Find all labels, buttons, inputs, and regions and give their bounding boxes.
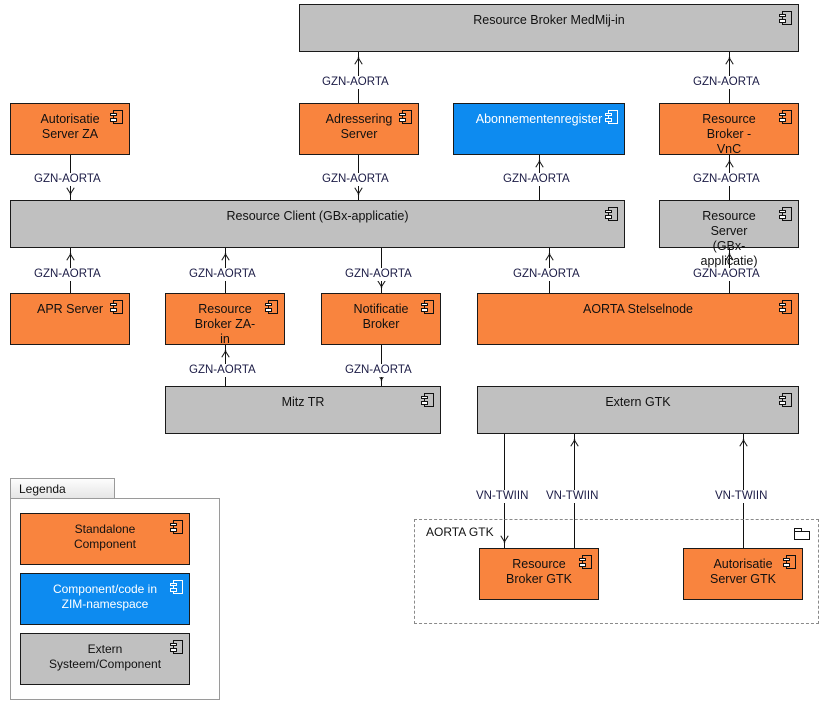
arrowhead-rbza-to-client-icon (219, 249, 232, 258)
connector-label-vnc-to-medmij: GZN-AORTA (691, 76, 762, 89)
arrowhead-vnc-to-medmij-icon (723, 53, 736, 62)
package-label: AORTA GTK (423, 525, 497, 539)
legend-item-label: Component/code in ZIM-namespace (52, 582, 158, 611)
component-icon (170, 580, 183, 594)
component-extern-gtk[interactable]: Extern GTK (477, 386, 799, 434)
component-icon (265, 300, 278, 314)
component-icon (110, 110, 123, 124)
connector-label-adressering-to-client: GZN-AORTA (320, 173, 391, 186)
component-label: Resource Client (GBx-applicatie) (226, 209, 409, 223)
component-label: Notificatie Broker (353, 302, 409, 331)
arrowhead-apr-to-client-icon (64, 249, 77, 258)
component-label: Extern GTK (605, 395, 671, 409)
component-label: Resource Broker GTK (506, 557, 572, 586)
connector-label-notificatie-to-mitz: GZN-AORTA (343, 364, 414, 377)
component-label: APR Server (37, 302, 103, 316)
component-abonnementenregister[interactable]: Abonnementenregister (453, 103, 625, 155)
component-icon (779, 110, 792, 124)
connector-label-rbza-to-client: GZN-AORTA (187, 268, 258, 281)
arrowhead-adressering-to-client-icon (352, 190, 365, 199)
component-label: AORTA Stelselnode (582, 302, 694, 316)
package-aorta-gtk[interactable]: AORTA GTK (414, 519, 819, 624)
component-label: Mitz TR (281, 395, 325, 409)
component-label: Resource Broker ZA-in (194, 302, 256, 346)
component-label: Resource Broker MedMij-in (473, 13, 625, 27)
component-icon (783, 555, 796, 569)
component-apr-server[interactable]: APR Server (10, 293, 130, 345)
component-label: Adressering Server (325, 112, 393, 141)
arrowhead-autorisatieza-to-client-icon (64, 190, 77, 199)
component-icon (110, 300, 123, 314)
component-resource-broker-medmij-in[interactable]: Resource Broker MedMij-in (299, 4, 799, 52)
component-autorisatie-server-gtk[interactable]: Autorisatie Server GTK (683, 548, 803, 600)
component-aorta-stelselnode[interactable]: AORTA Stelselnode (477, 293, 799, 345)
arrowhead-stelselnode-to-client-icon (543, 249, 556, 258)
arrowhead-adressering-to-medmij-icon (352, 53, 365, 62)
connector-label-stelselnode-to-server: GZN-AORTA (691, 268, 762, 281)
arrowhead-server-to-vnc-icon (723, 156, 736, 165)
component-icon (421, 393, 434, 407)
component-icon (579, 555, 592, 569)
legend-extern: Extern Systeem/Component (20, 633, 190, 685)
component-icon (170, 520, 183, 534)
component-label: Autorisatie Server GTK (710, 557, 776, 586)
arrowhead-notificatie-to-mitz-icon (375, 376, 388, 385)
component-mitz-tr[interactable]: Mitz TR (165, 386, 441, 434)
arrowhead-asgtk-to-gtk-icon (737, 435, 750, 444)
arrowhead-rbgtk-to-gtk-icon (568, 435, 581, 444)
arrowhead-client-to-abonnementen-icon (533, 156, 546, 165)
component-icon (779, 300, 792, 314)
legend-standalone: Standalone Component (20, 513, 190, 565)
connector-label-mitz-to-rbza: GZN-AORTA (187, 364, 258, 377)
component-icon (605, 207, 618, 221)
legend-title: Legenda (10, 478, 115, 499)
connector-label-client-to-abonnementen: GZN-AORTA (501, 173, 572, 186)
connector-label-client-to-notificatie: GZN-AORTA (343, 268, 414, 281)
component-resource-broker-za-in[interactable]: Resource Broker ZA-in (165, 293, 285, 346)
component-icon (399, 110, 412, 124)
connector-label-apr-to-client: GZN-AORTA (32, 268, 103, 281)
component-label: Resource Server (GBx-applicatie) (700, 209, 758, 268)
component-resource-client-gbx[interactable]: Resource Client (GBx-applicatie) (10, 200, 625, 248)
connector-label-stelselnode-to-client: GZN-AORTA (511, 268, 582, 281)
legend-zim-namespace: Component/code in ZIM-namespace (20, 573, 190, 625)
component-resource-server-gbx[interactable]: Resource Server (GBx-applicatie) (659, 200, 799, 268)
connector-label-rbgtk-to-gtk: VN-TWIIN (544, 490, 601, 503)
component-label: Resource Broker - VnC (702, 112, 756, 156)
connector-label-autorisatieza-to-client: GZN-AORTA (32, 173, 103, 186)
component-icon (779, 393, 792, 407)
component-icon (421, 300, 434, 314)
component-autorisatie-server-za[interactable]: Autorisatie Server ZA (10, 103, 130, 155)
connector-label-server-to-vnc: GZN-AORTA (691, 173, 762, 186)
component-label: Autorisatie Server ZA (40, 112, 100, 141)
folder-icon (794, 528, 810, 540)
connector-label-asgtk-to-gtk: VN-TWIIN (713, 490, 770, 503)
legend-item-label: Extern Systeem/Component (48, 642, 162, 671)
component-resource-broker-gtk[interactable]: Resource Broker GTK (479, 548, 599, 600)
component-icon (170, 640, 183, 654)
component-notificatie-broker[interactable]: Notificatie Broker (321, 293, 441, 345)
legend-item-label: Standalone Component (73, 522, 137, 551)
arrowhead-mitz-to-rbza-icon (219, 346, 232, 355)
component-icon (605, 110, 618, 124)
component-icon (779, 11, 792, 25)
component-resource-broker-vnc[interactable]: Resource Broker - VnC (659, 103, 799, 156)
connector-label-adressering-to-medmij: GZN-AORTA (320, 76, 391, 89)
component-label: Abonnementenregister (475, 112, 603, 126)
component-adressering-server[interactable]: Adressering Server (299, 103, 419, 155)
arrowhead-client-to-notificatie-icon (375, 283, 388, 292)
connector-label-gtk-to-rbgtk: VN-TWIIN (474, 490, 531, 503)
component-icon (779, 207, 792, 221)
